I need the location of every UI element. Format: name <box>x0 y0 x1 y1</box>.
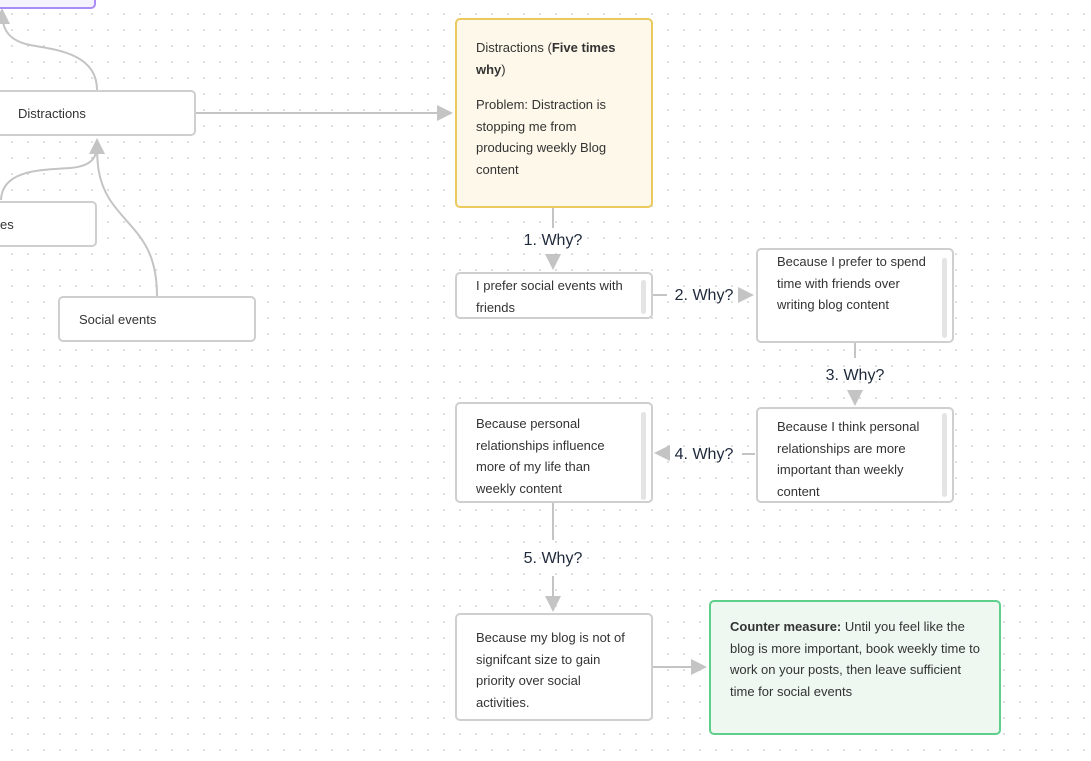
edge-left-to-distractions <box>0 138 105 201</box>
edge-label-why-4: 4. Why? <box>674 446 734 463</box>
node-label: es <box>0 217 14 232</box>
node-label: Because personal relationships influence… <box>476 416 605 496</box>
edge-label-why-3: 3. Why? <box>825 367 885 384</box>
node-label: Because I prefer to spend time with frie… <box>777 254 926 312</box>
scrollbar[interactable] <box>942 413 947 497</box>
node-distractions[interactable]: Distractions <box>0 90 196 136</box>
problem-body: Problem: Distraction is stopping me from… <box>476 97 607 177</box>
edge-distractions-to-parent <box>0 8 98 91</box>
edge-social-to-distractions <box>96 141 158 297</box>
node-why2-answer[interactable]: Because I prefer to spend time with frie… <box>756 248 954 343</box>
counter-measure-text: Counter measure: Until you feel like the… <box>730 619 980 699</box>
edge-label-why-1: 1. Why? <box>523 232 583 249</box>
node-label: Distractions <box>18 106 86 121</box>
node-why5-answer[interactable]: Because my blog is not of signifcant siz… <box>455 613 653 721</box>
node-partial-left[interactable]: es <box>0 201 97 247</box>
node-label: Social events <box>79 312 157 327</box>
node-label: I prefer social events with friends <box>476 278 623 315</box>
node-why3-answer[interactable]: Because I think personal relationships a… <box>756 407 954 503</box>
problem-title: Distractions (Five times why) <box>476 40 616 77</box>
node-label: Because I think personal relationships a… <box>777 419 920 499</box>
edge-label-why-5: 5. Why? <box>523 550 583 567</box>
node-why4-answer[interactable]: Because personal relationships influence… <box>455 402 653 503</box>
scrollbar[interactable] <box>641 280 646 314</box>
node-label: Because my blog is not of signifcant siz… <box>476 630 625 710</box>
node-social-events[interactable]: Social events <box>58 296 256 342</box>
parent-node-partial[interactable] <box>0 0 96 9</box>
scrollbar[interactable] <box>942 258 947 338</box>
scrollbar[interactable] <box>641 412 646 500</box>
node-why1-answer[interactable]: I prefer social events with friends <box>455 272 653 319</box>
node-counter-measure[interactable]: Counter measure: Until you feel like the… <box>709 600 1001 735</box>
edge-label-why-2: 2. Why? <box>674 287 734 304</box>
node-problem[interactable]: Distractions (Five times why) Problem: D… <box>455 18 653 208</box>
